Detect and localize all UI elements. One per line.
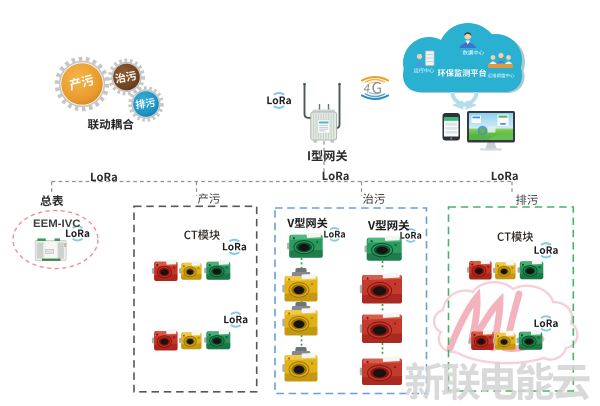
svg-text:EEM-IVC: EEM-IVC	[33, 218, 80, 230]
